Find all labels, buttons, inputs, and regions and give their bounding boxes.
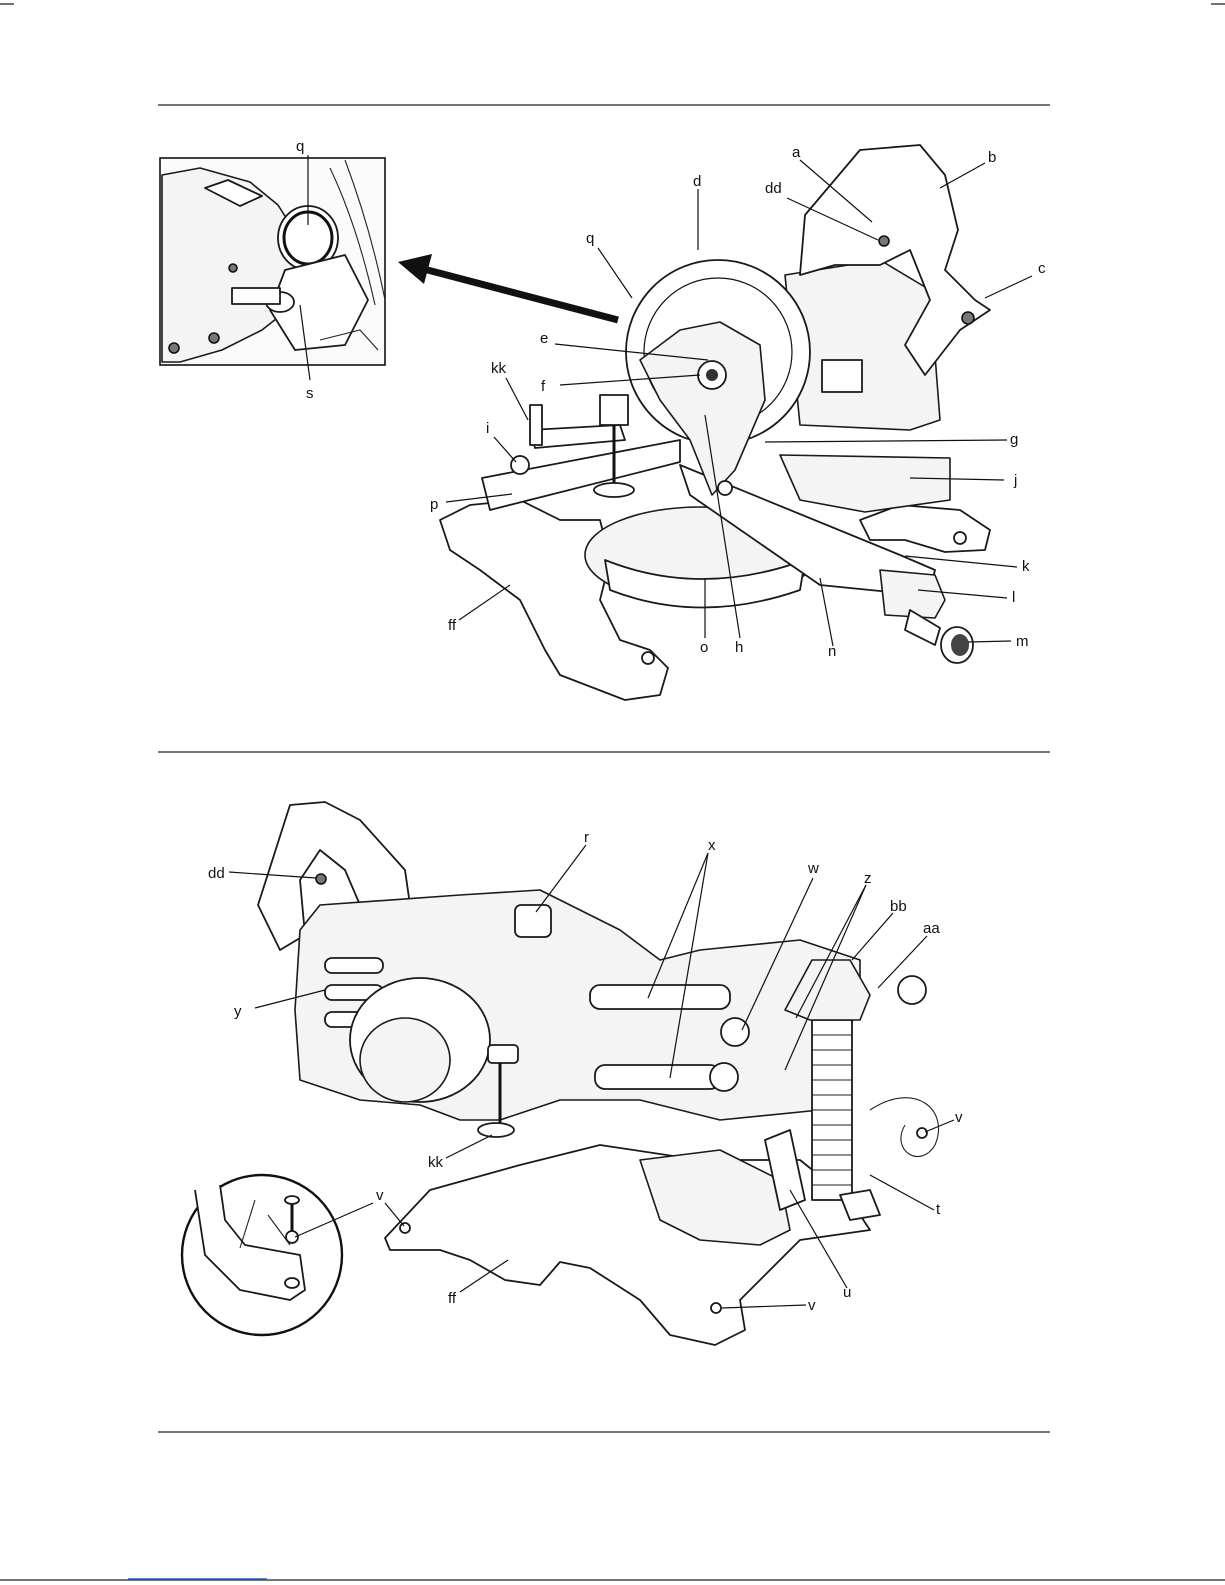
label-h: h (735, 639, 743, 656)
label-b: b (988, 149, 996, 166)
mitre-saw-front-view (440, 145, 990, 700)
label-x: x (708, 837, 716, 854)
label-bb: bb (890, 898, 907, 915)
label-ff: ff (448, 617, 457, 634)
figure-2: r x w z bb aa dd y v kk t u v ff v (182, 802, 963, 1345)
label-j: j (1013, 472, 1017, 489)
label-g: g (1010, 431, 1018, 448)
label-aa: aa (923, 920, 940, 937)
label-q-inset: q (296, 138, 304, 155)
label-v-bottom: v (808, 1297, 816, 1314)
label-q: q (586, 230, 594, 247)
label-v-inset: v (376, 1187, 384, 1204)
label-u: u (843, 1284, 851, 1301)
label-y: y (234, 1003, 242, 1020)
label-w: w (807, 860, 819, 877)
label-t: t (936, 1201, 941, 1218)
mitre-saw-rear-view (258, 802, 939, 1345)
label-k: k (1022, 558, 1030, 575)
figure-1: q s a b c d dd q e f kk g i j p k l ff o… (160, 138, 1046, 700)
spring-bellows (812, 1020, 852, 1200)
label-s-inset: s (306, 385, 314, 402)
label-f: f (541, 378, 546, 395)
label-a: a (792, 144, 801, 161)
label-kk: kk (491, 360, 507, 377)
label-v-right: v (955, 1109, 963, 1126)
label-l: l (1012, 589, 1015, 606)
figure-1-inset (160, 158, 385, 365)
label-d: d (693, 173, 701, 190)
label-m: m (1016, 633, 1029, 650)
label-o: o (700, 639, 708, 656)
label-n: n (828, 643, 836, 660)
label-z: z (864, 870, 872, 887)
inset-pointer-arrow (398, 254, 618, 320)
figure-2-inset (182, 1175, 342, 1335)
label-c: c (1038, 260, 1046, 277)
label-p: p (430, 496, 438, 513)
label-ff-rear: ff (448, 1290, 457, 1307)
label-e: e (540, 330, 548, 347)
label-r: r (584, 829, 589, 846)
label-dd-rear: dd (208, 865, 225, 882)
label-kk-rear: kk (428, 1154, 444, 1171)
label-dd: dd (765, 180, 782, 197)
label-i: i (486, 420, 489, 437)
